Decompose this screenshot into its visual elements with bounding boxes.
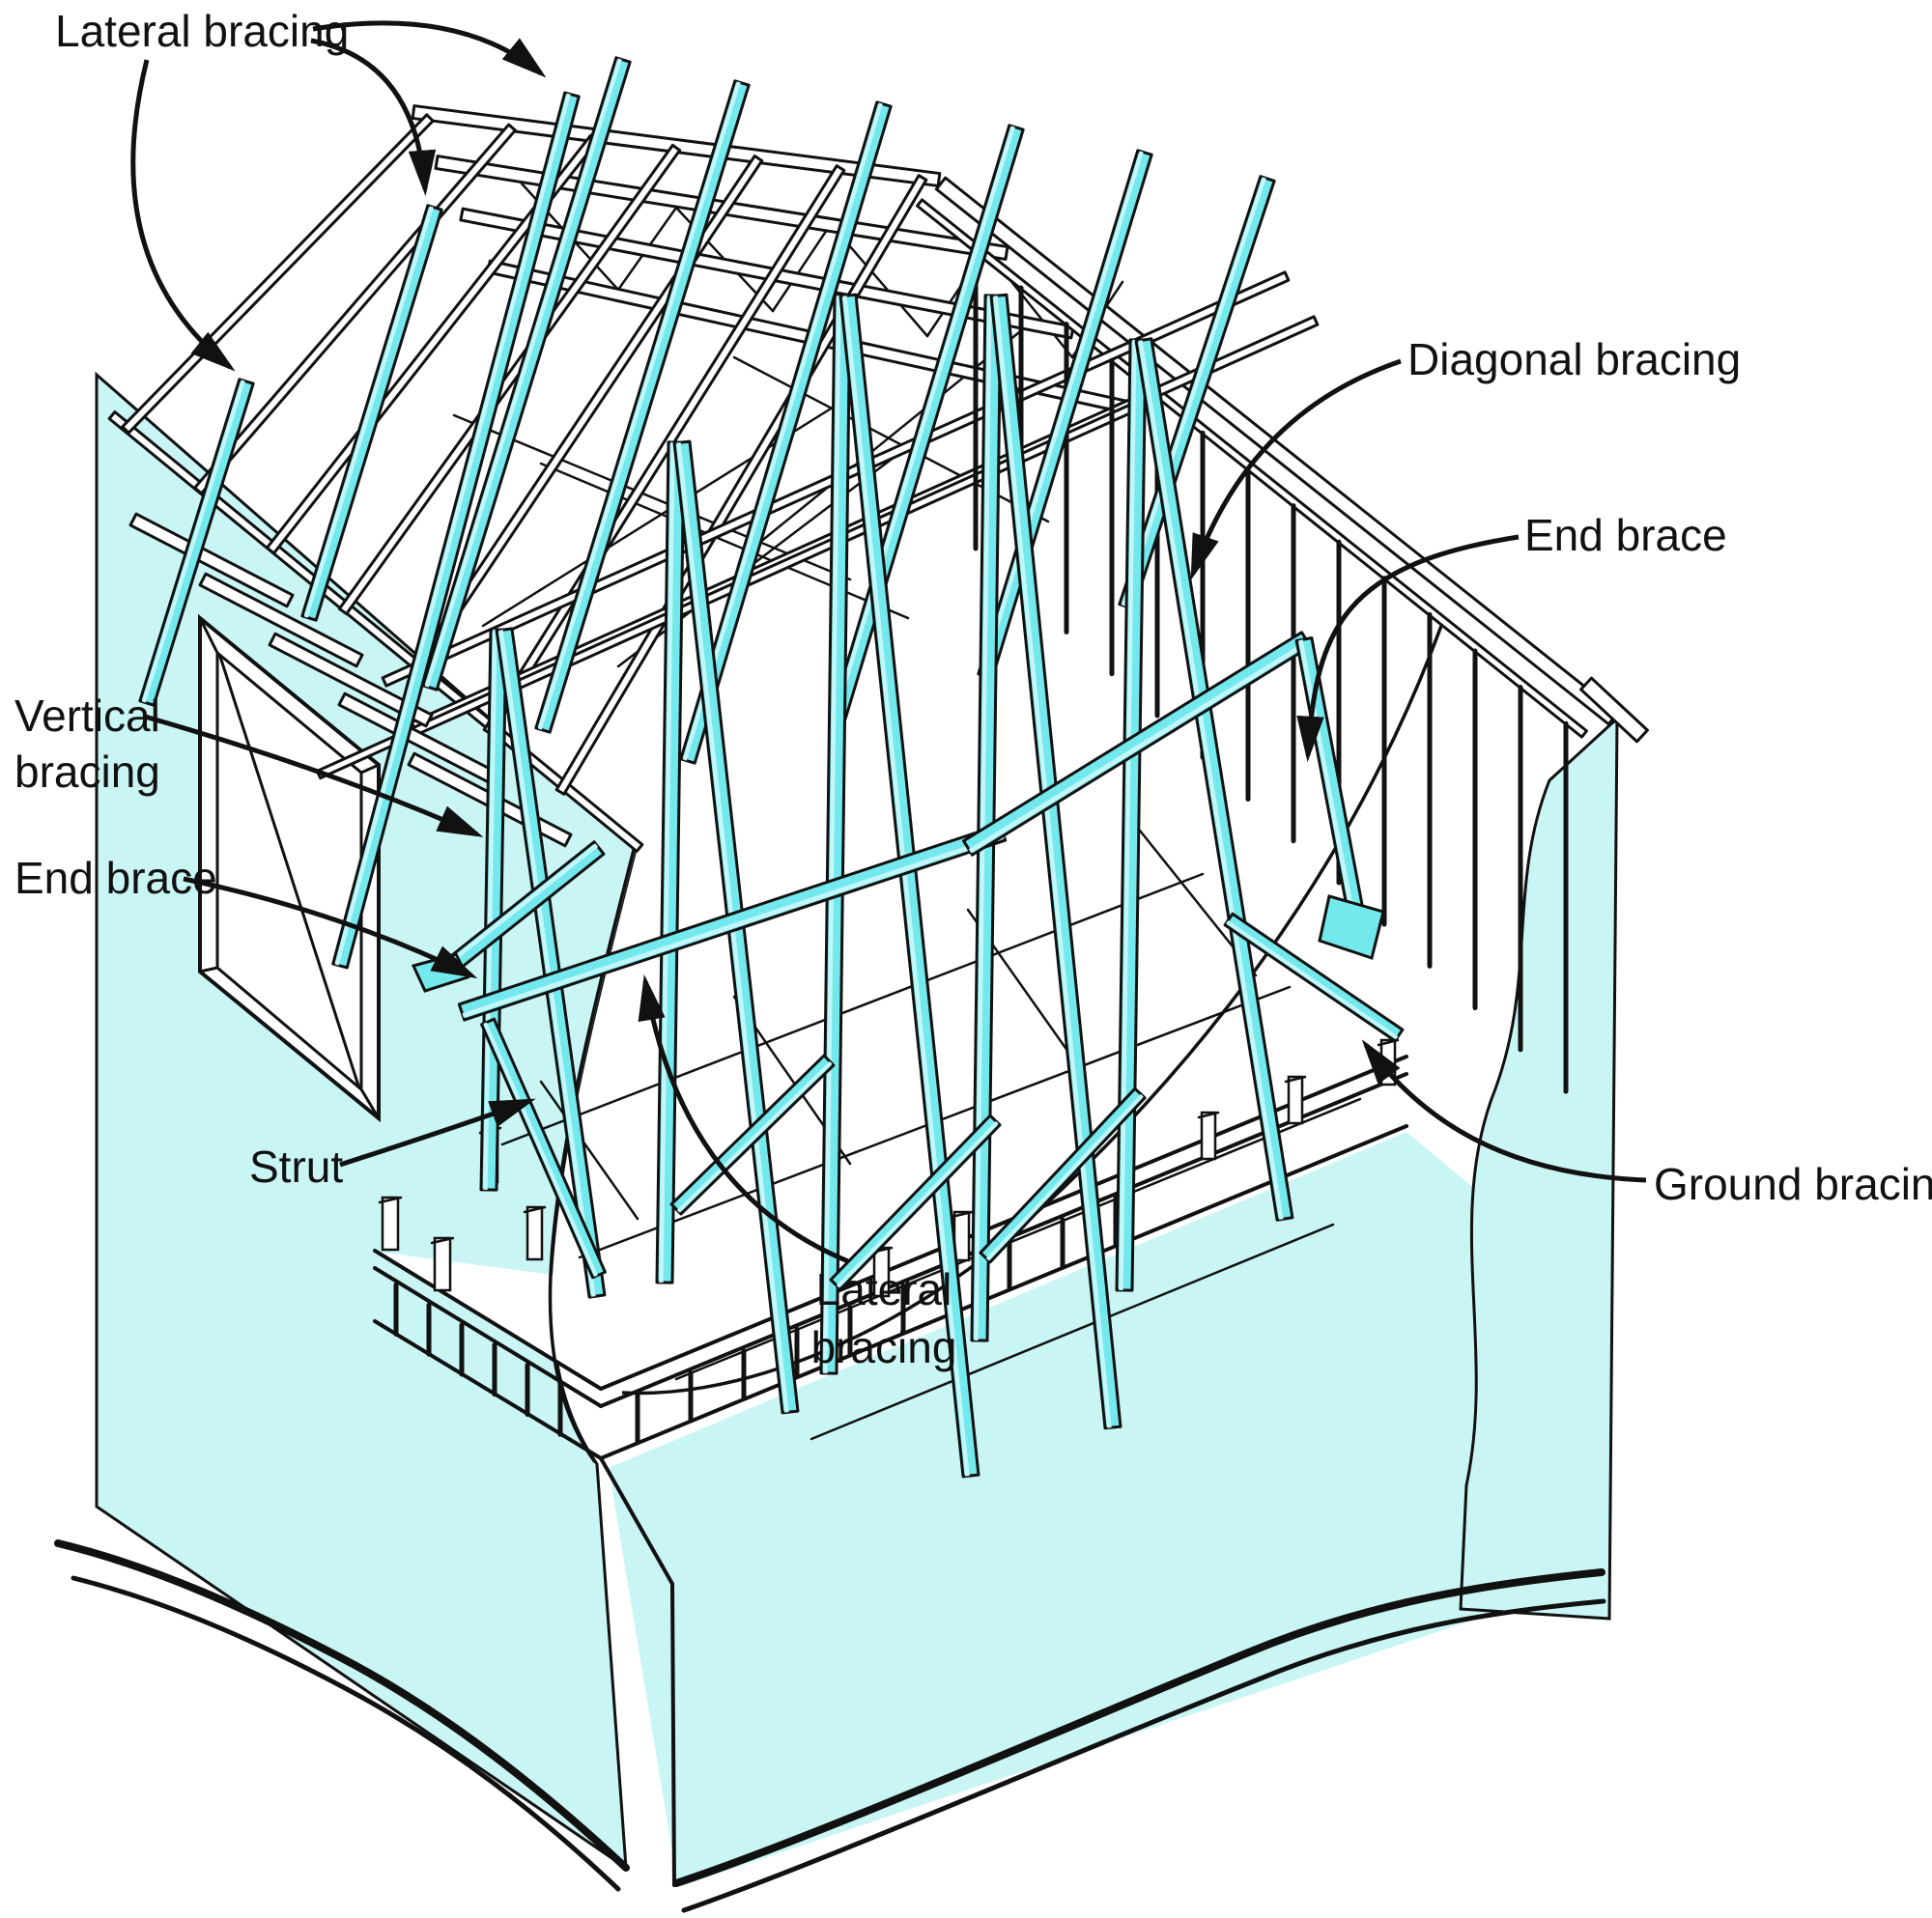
frame-beam-1	[411, 104, 942, 187]
label-vertical-bracing-2: bracing	[14, 747, 160, 797]
brace-roof-lateral-8-highlight	[1121, 177, 1266, 606]
deck-edge-0	[373, 1249, 603, 1391]
brace-roof-lateral-5-highlight	[682, 102, 883, 761]
brace-roof-lateral-0-highlight	[141, 380, 245, 703]
brace-kickers-0-highlight	[483, 1022, 598, 1278]
brace-kickers-3	[979, 1086, 1147, 1264]
window-tick-0	[198, 616, 219, 655]
brace-roof-lateral-2-highlight	[334, 93, 571, 966]
labels: Lateral bracing Diagonal bracing End bra…	[14, 6, 1932, 1372]
window-frame-lines	[198, 616, 381, 1120]
deck-edge-1	[373, 1266, 603, 1408]
standing-stud-cap-0	[378, 1196, 403, 1204]
standing-stud-7	[1287, 1075, 1304, 1125]
standing-stud-cap-1	[430, 1236, 455, 1245]
leader-lateral-top-b	[310, 38, 437, 197]
label-vertical-bracing-1: Vertical	[14, 691, 160, 741]
brace-vertical-1-highlight	[659, 441, 675, 1283]
window-opening	[198, 613, 381, 1123]
frame-beam-18	[198, 572, 364, 668]
frame-beam-10	[337, 143, 682, 616]
window-diagonal	[218, 655, 360, 1087]
standing-stud-cap-5	[950, 1210, 974, 1219]
floor-seam-0	[500, 872, 1205, 1146]
brace-vertical-0-highlight	[483, 629, 497, 1190]
brace-kickers-1-highlight	[676, 1060, 833, 1213]
right-wall	[1459, 715, 1619, 1621]
leader-lateral-bottom	[638, 973, 849, 1264]
label-lateral-bracing-bottom-1: Lateral	[816, 1264, 952, 1314]
window-tick-1	[359, 763, 381, 775]
floor-seam-5	[539, 1080, 639, 1221]
leader-ground	[1361, 1039, 1647, 1183]
frame-beam-19	[268, 632, 434, 728]
brace-diagonal-0-highlight	[498, 630, 596, 1297]
leader-vertical	[144, 714, 484, 837]
brace-diagonal-4-highlight	[1138, 340, 1284, 1220]
standing-stud-cap-6	[1197, 1111, 1220, 1119]
truss-web-8	[452, 413, 852, 581]
brace-end-braces-1-highlight	[1298, 639, 1355, 917]
right-foundation	[609, 1132, 1604, 1887]
standing-stud-cap-3	[523, 1205, 547, 1214]
ground-line-3	[681, 1598, 1606, 1913]
floor-seam-7	[810, 1223, 1335, 1441]
brace-vertical-3-highlight	[974, 295, 992, 1340]
ground-line-0	[54, 1539, 630, 1872]
brace-diagonal-2-highlight	[842, 296, 970, 1477]
cyan-braces	[138, 56, 1405, 1479]
brace-vertical-4-highlight	[1119, 339, 1137, 1290]
window-tick-2	[359, 1087, 381, 1120]
label-end-brace-left: End brace	[14, 853, 217, 903]
brace-roof-lateral-4-highlight	[537, 81, 741, 730]
brace-roof-lateral-7-highlight	[980, 151, 1144, 676]
brace-roof-lateral-6-highlight	[833, 126, 1015, 717]
ground-line-1	[71, 1575, 621, 1892]
leader-end-brace-right	[1296, 534, 1520, 763]
brace-horizontal-lateral-0-highlight	[462, 833, 1005, 1018]
label-lateral-bracing-top: Lateral bracing	[55, 6, 349, 56]
standing-stud-0	[381, 1196, 400, 1252]
brace-kickers-1	[669, 1054, 836, 1216]
leader-diagonal	[1190, 358, 1402, 580]
standing-stud-6	[1200, 1111, 1217, 1161]
brace-roof-lateral-1-highlight	[303, 206, 434, 618]
label-ground-bracing: Ground bracing	[1654, 1159, 1932, 1209]
standing-stud-cap-7	[1284, 1075, 1307, 1084]
brace-kickers-2-highlight	[836, 1120, 999, 1288]
standing-stud-3	[526, 1205, 544, 1261]
deck-edge-6	[599, 1456, 674, 1586]
leader-lateral-top-a	[130, 59, 236, 372]
brace-horizontal-lateral-1-highlight	[968, 640, 1310, 854]
leader-arrows	[130, 20, 1647, 1264]
label-strut: Strut	[249, 1142, 343, 1192]
brace-kickers-3-highlight	[985, 1093, 1144, 1261]
ground-line-2	[672, 1568, 1605, 1887]
brace-vertical-2-highlight	[823, 295, 841, 1373]
leader-end-brace-left	[183, 876, 478, 979]
standing-stud-1	[433, 1236, 452, 1292]
truss-web-3	[771, 222, 833, 313]
label-lateral-bracing-bottom-2: bracing	[811, 1322, 957, 1372]
deck-edge-2	[373, 1319, 603, 1460]
window-tick-3	[198, 966, 219, 973]
deck-edge-7	[670, 1582, 676, 1887]
frame-beam-22	[1579, 676, 1649, 744]
brace-kickers-2	[829, 1114, 1002, 1291]
torn-edge-1	[621, 625, 1443, 1396]
ground-lines	[54, 1539, 1606, 1913]
brace-foot-block-1	[1318, 894, 1385, 960]
brace-diagonal-3-highlight	[993, 296, 1112, 1428]
label-diagonal-bracing: Diagonal bracing	[1407, 334, 1741, 384]
brace-roof-lateral-3-highlight	[424, 58, 622, 688]
leader-lateral-top-c	[312, 20, 547, 78]
label-end-brace-right: End brace	[1524, 510, 1727, 560]
leader-strut	[339, 1098, 536, 1168]
brace-ground-0-highlight	[1226, 919, 1399, 1040]
